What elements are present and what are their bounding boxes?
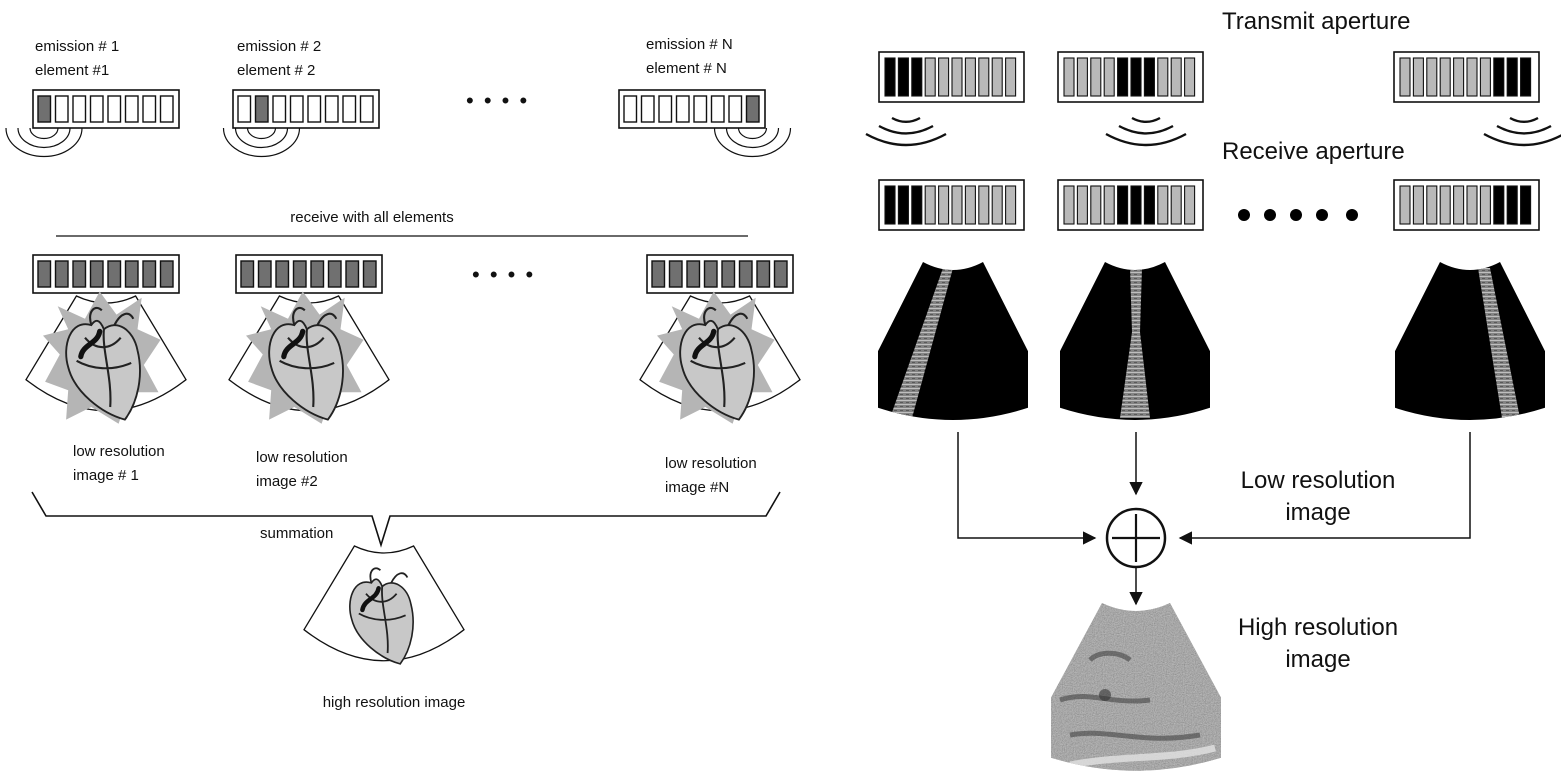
emission-wave-icon xyxy=(5,127,83,158)
emission-1-label: emission # 1 xyxy=(35,38,120,55)
emission-transducer xyxy=(232,89,380,129)
receive-aperture xyxy=(878,179,1025,231)
high-resolution-label-line1: High resolution xyxy=(1237,614,1399,641)
transmit-waves xyxy=(865,116,1561,147)
emission-2-label: emission # 2 xyxy=(237,38,322,55)
receive-transducer xyxy=(646,254,794,294)
right-highres-image xyxy=(1051,603,1221,771)
element-1-label: element #1 xyxy=(35,62,110,79)
low-resolution-sector xyxy=(228,291,390,424)
heart-icon xyxy=(246,291,364,424)
ellipsis-emission: • • • • xyxy=(466,88,530,113)
emission-n-label: emission # N xyxy=(646,36,733,53)
ellipsis-receive: • • • • xyxy=(472,262,536,287)
low-res-2-line1: low resolution xyxy=(256,449,348,466)
transmit-aperture xyxy=(1057,51,1204,103)
receive-transducer xyxy=(32,254,180,294)
emission-transducer xyxy=(618,89,766,129)
receive-aperture xyxy=(1393,179,1540,231)
transmit-wave-icon xyxy=(1105,116,1187,147)
low-resolution-sector xyxy=(25,291,187,424)
highres-ultrasound-image xyxy=(1051,603,1221,771)
summation-arrows xyxy=(957,432,1471,606)
transmit-aperture xyxy=(1393,51,1540,103)
summation-brace xyxy=(31,491,781,548)
high-res-sector-shape xyxy=(303,545,465,665)
right-ellipsis-dots xyxy=(1238,209,1358,221)
transmit-aperture-label: Transmit aperture xyxy=(1222,8,1411,35)
left-receive-row xyxy=(25,254,801,424)
low-resolution-label-line2: image xyxy=(1285,499,1351,526)
low-res-n-line2: image #N xyxy=(665,479,730,496)
high-resolution-label-line2: image xyxy=(1285,646,1351,673)
lowres-ultrasound-image xyxy=(1395,262,1545,420)
element-2-label: element # 2 xyxy=(237,62,316,79)
low-res-2-line2: image #2 xyxy=(256,473,318,490)
transmit-aperture xyxy=(878,51,1025,103)
transmit-wave-icon xyxy=(865,116,947,147)
summation-plus-icon xyxy=(1105,507,1167,569)
receive-aperture xyxy=(1057,179,1204,231)
transmit-wave-icon xyxy=(1483,116,1561,147)
summation-label: summation xyxy=(260,525,334,542)
receive-transducer xyxy=(235,254,383,294)
high-resolution-sector xyxy=(303,545,465,665)
low-res-1-line2: image # 1 xyxy=(73,467,139,484)
heart-icon xyxy=(657,291,775,424)
high-resolution-image-label: high resolution image xyxy=(322,694,466,711)
receive-with-all-elements-label: receive with all elements xyxy=(290,209,454,226)
receive-aperture-row xyxy=(878,179,1540,231)
emission-transducer xyxy=(32,89,180,129)
lowres-ultrasound-image xyxy=(878,262,1028,420)
left-emission-row xyxy=(5,89,792,158)
transmit-aperture-row xyxy=(878,51,1540,103)
element-n-label: element # N xyxy=(646,60,727,77)
low-resolution-sector xyxy=(639,291,801,424)
emission-wave-icon xyxy=(222,127,301,158)
low-res-1-line1: low resolution xyxy=(73,443,165,460)
low-resolution-label-line1: Low resolution xyxy=(1240,467,1396,494)
heart-icon xyxy=(349,567,414,665)
emission-wave-icon xyxy=(713,127,792,158)
receive-aperture-label: Receive aperture xyxy=(1222,138,1405,165)
right-lowres-images xyxy=(878,262,1545,420)
low-res-n-line1: low resolution xyxy=(665,455,757,472)
lowres-ultrasound-image xyxy=(1060,262,1210,420)
heart-icon xyxy=(43,291,161,424)
